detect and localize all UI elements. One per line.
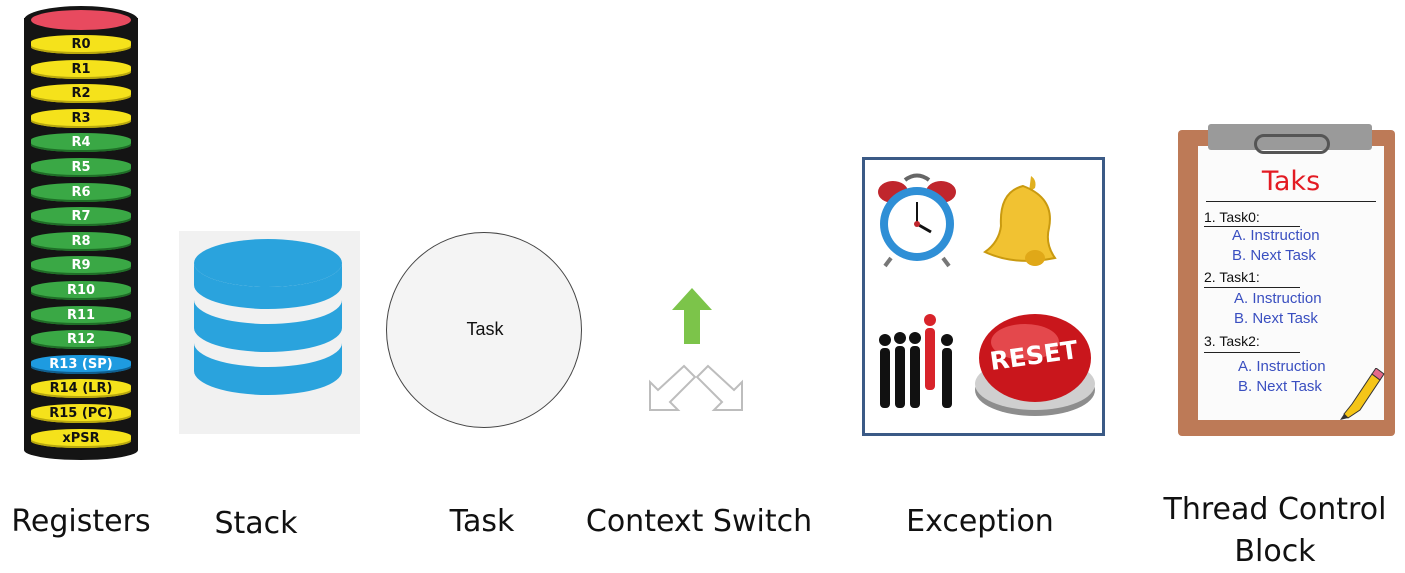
- register-disc: R13 (SP): [31, 354, 131, 374]
- register-disc: R15 (PC): [31, 404, 131, 423]
- clipboard-clip-ring: [1254, 134, 1330, 154]
- register-disc: R1: [31, 59, 131, 79]
- three-arrows-icon: [649, 288, 743, 411]
- tcb-task-rule: [1204, 226, 1300, 227]
- tcb-task-b: B. Next Task: [1232, 247, 1316, 264]
- registers-top: [24, 6, 138, 34]
- register-disc: R7: [31, 207, 131, 227]
- up-arrow-icon: [672, 288, 712, 344]
- tcb-task-name: 1. Task0:: [1204, 209, 1260, 225]
- tcb-task-rule: [1204, 287, 1300, 288]
- clipboard-paper: Taks 1. Task0: A. Instruction B. Next Ta…: [1198, 146, 1385, 420]
- registers-caption: Registers: [11, 504, 151, 539]
- tcb-task-name: 2. Task1:: [1204, 269, 1260, 285]
- register-disc: R10: [31, 281, 131, 300]
- stack-caption: Stack: [214, 506, 298, 541]
- registers-top-cap: [31, 10, 131, 30]
- register-disc: R4: [31, 133, 131, 153]
- register-disc: R0: [31, 35, 131, 54]
- database-icon: [194, 239, 342, 395]
- tcb-caption-line1: Thread Control: [1163, 492, 1387, 527]
- reset-button-icon: RESET: [975, 314, 1095, 416]
- down-left-arrow-icon: [649, 364, 697, 411]
- down-right-arrow-icon: [695, 364, 743, 411]
- context-switch-caption: Context Switch: [585, 504, 813, 539]
- register-disc: R12: [31, 330, 131, 350]
- task-circle-label: Task: [466, 319, 504, 339]
- exception-caption: Exception: [906, 504, 1054, 539]
- tcb-title-rule: [1206, 201, 1376, 202]
- tcb-task-name: 3. Task2:: [1204, 333, 1260, 349]
- clipboard-clip: [1208, 124, 1372, 150]
- tcb-task-a: A. Instruction: [1234, 290, 1322, 307]
- people-queue-icon: [879, 314, 953, 408]
- register-disc: R6: [31, 182, 131, 202]
- exception-panel: RESET: [862, 157, 1105, 436]
- task-caption: Task: [449, 504, 515, 539]
- stack-tile: [179, 231, 360, 434]
- register-disc: R9: [31, 256, 131, 276]
- tcb-title: Taks: [1261, 166, 1321, 197]
- tcb-task-rule: [1204, 352, 1300, 353]
- pencil-icon: [1340, 368, 1385, 420]
- alarm-clock-icon: [878, 173, 956, 268]
- register-disc: R3: [31, 108, 131, 128]
- register-disc: R5: [31, 158, 131, 177]
- tcb-caption-line2: Block: [1234, 534, 1316, 569]
- tcb-task-a: A. Instruction: [1232, 227, 1320, 244]
- register-disc: R2: [31, 84, 131, 104]
- tcb-task-b: B. Next Task: [1234, 310, 1318, 327]
- tcb-task-a: A. Instruction: [1238, 358, 1326, 375]
- register-disc: R8: [31, 231, 131, 251]
- register-disc: R14 (LR): [31, 379, 131, 399]
- clipboard: Taks 1. Task0: A. Instruction B. Next Ta…: [1178, 124, 1395, 436]
- bell-icon: [983, 176, 1057, 266]
- register-disc: R11: [31, 305, 131, 325]
- tcb-task-b: B. Next Task: [1238, 378, 1322, 395]
- register-disc: xPSR: [31, 428, 131, 448]
- task-circle: Task: [386, 232, 582, 428]
